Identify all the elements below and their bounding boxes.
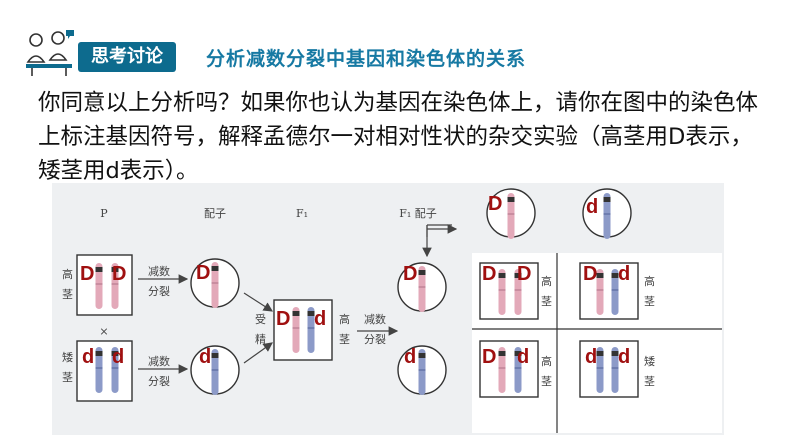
f2-br-dwarf-1: 矮 [644,354,655,368]
meiosis-label-top-2: 分裂 [148,285,170,298]
meiosis-label-f1-2: 分裂 [364,333,386,346]
p-dwarf-label-2: 茎 [62,371,73,384]
f2-tr-tall-1: 高 [644,274,655,288]
f2-tl-tall-1: 高 [541,274,552,288]
gene-f2-tl-1: D [482,263,496,285]
gene-top-gamete-d: d [586,196,598,218]
gene-p-dwarf-1: d [82,346,94,368]
fert-label-1: 受 [255,313,266,326]
col-f1-gamete-label: F₁ 配子 [399,207,437,220]
f2-bl-tall-1: 高 [541,354,552,368]
discussion-people-icon [22,28,78,78]
p-tall-label-2: 茎 [62,288,73,301]
col-p-label: P [100,207,108,220]
f2-br-dwarf-2: 茎 [644,375,655,388]
meiosis-figure: P 配子 F₁ F₁ 配子 F₂ 高 茎 D D × 矮 茎 d d 减数 分裂… [52,183,724,435]
gene-f1-gamete-top: D [403,263,417,285]
meiosis-label-top-1: 减数 [148,265,170,278]
gene-f2-br-1: d [585,346,597,368]
gene-p-dwarf-2: d [112,346,124,368]
f2-tr-tall-2: 茎 [644,295,655,308]
section-tag: 思考讨论 [78,42,176,72]
gene-f2-tl-2: D [517,263,531,285]
f1-tall-label-2: 茎 [339,333,350,346]
f1-tall-label-1: 高 [339,312,350,326]
f2-tl-tall-2: 茎 [541,295,552,308]
gene-f1-1: D [276,308,290,330]
meiosis-label-f1-1: 减数 [364,313,386,326]
meiosis-label-bottom-2: 分裂 [148,375,170,388]
gene-gamete-dwarf: d [199,346,211,368]
col-gamete-label: 配子 [204,207,226,220]
gene-f2-bl-1: D [482,346,496,368]
p-dwarf-label-1: 矮 [62,350,73,364]
gene-f2-tr-2: d [618,263,630,285]
f2-bl-tall-2: 茎 [541,375,552,388]
meiosis-label-bottom-1: 减数 [148,355,170,368]
fert-label-2: 精 [255,333,266,346]
p-tall-label-1: 高 [62,267,73,281]
gene-p-tall-2: D [112,263,126,285]
gene-gamete-tall: D [196,262,210,284]
gene-f2-br-2: d [618,346,630,368]
cross-symbol: × [99,325,108,338]
question-text: 你同意以上分析吗？如果你也认为基因在染色体上，请你在图中的染色体上标注基因符号，… [38,86,768,188]
gene-f2-tr-1: D [583,263,597,285]
gene-p-tall-1: D [80,263,94,285]
section-title: 分析减数分裂中基因和染色体的关系 [206,44,526,71]
gene-top-gamete-D: D [488,193,502,215]
col-f1-label: F₁ [296,207,308,220]
gene-f2-bl-2: d [517,346,529,368]
gene-f1-gamete-bottom: d [404,346,416,368]
gene-f1-2: d [314,308,326,330]
